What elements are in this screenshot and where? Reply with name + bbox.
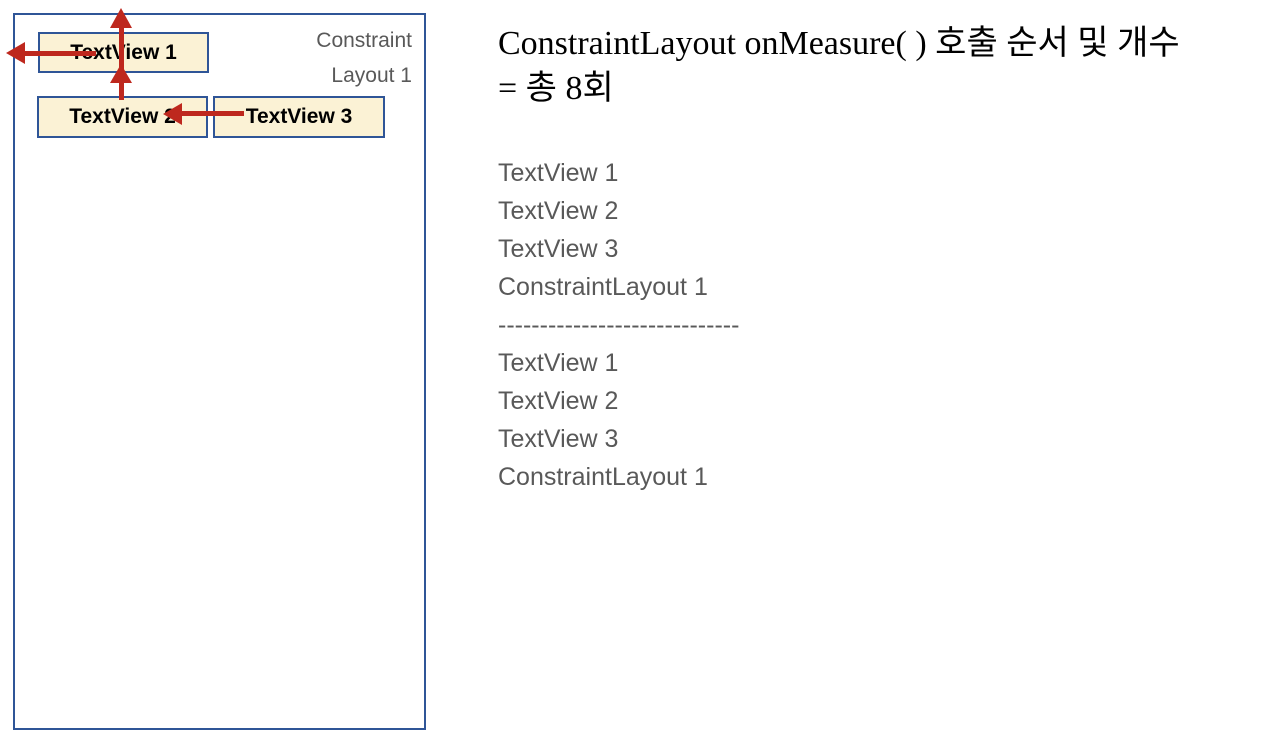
call-list-item: TextView 2 [498, 387, 619, 415]
arrow-left-icon [6, 42, 25, 64]
call-list-item: TextView 3 [498, 235, 619, 263]
arrow-shaft [119, 13, 124, 100]
call-list-item: TextView 3 [498, 425, 619, 453]
call-list-item: TextView 1 [498, 159, 619, 187]
call-list-item: TextView 2 [498, 197, 619, 225]
call-list-item: ConstraintLayout 1 [498, 463, 708, 491]
textview2-label: TextView 2 [69, 105, 176, 128]
call-list-divider: ----------------------------- [498, 311, 740, 339]
call-list-item: TextView 1 [498, 349, 619, 377]
textview3-label: TextView 3 [245, 105, 353, 128]
textview3-box: TextView 3 [213, 96, 385, 138]
arrow-up-icon [110, 64, 132, 83]
textview2-box: TextView 2 [37, 96, 208, 138]
arrow-shaft [181, 111, 244, 116]
arrow-up-icon [110, 8, 132, 28]
arrow-shaft [22, 51, 96, 56]
arrow-left-icon [163, 103, 182, 125]
constraintlayout-frame-label: Constraint Layout 1 [316, 29, 412, 87]
page-title: ConstraintLayout onMeasure( ) 호출 순서 및 개수… [498, 25, 1180, 107]
onmeasure-call-list: TextView 1 TextView 2 TextView 3 Constra… [498, 154, 1098, 496]
call-list-item: ConstraintLayout 1 [498, 273, 708, 301]
